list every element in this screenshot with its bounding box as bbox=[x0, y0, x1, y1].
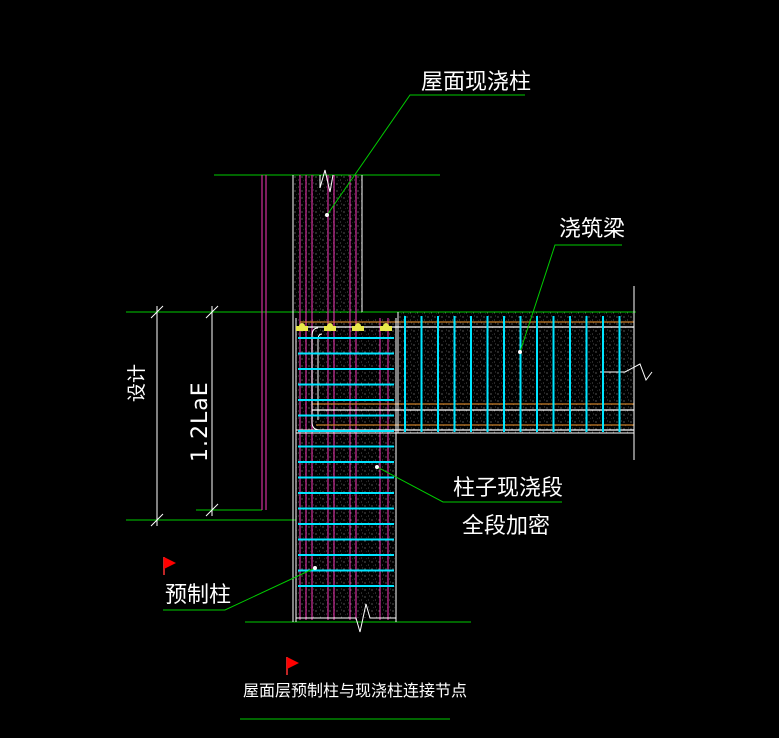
precast-column-label: 预制柱 bbox=[165, 583, 232, 608]
anchor-head bbox=[327, 323, 333, 329]
marker-flag bbox=[286, 657, 299, 675]
beam-stirrups bbox=[404, 316, 621, 432]
leader-lines bbox=[163, 94, 622, 611]
cast-beam-label: 浇筑梁 bbox=[559, 217, 626, 242]
leader-dots bbox=[313, 213, 522, 570]
dimension-lines bbox=[150, 305, 219, 527]
reference-lines bbox=[126, 174, 636, 720]
marker-flag bbox=[163, 557, 176, 575]
outlines bbox=[292, 169, 653, 633]
column-stirrups bbox=[298, 337, 394, 587]
full-densify-label: 全段加密 bbox=[462, 514, 551, 539]
anchor-head bbox=[355, 323, 361, 329]
anchor-head bbox=[299, 323, 305, 329]
drawing-title: 屋面层预制柱与现浇柱连接节点 bbox=[243, 681, 468, 700]
joint-hatch bbox=[296, 318, 396, 430]
hooked-bars bbox=[311, 327, 323, 431]
roof-column-label: 屋面现浇柱 bbox=[421, 70, 532, 95]
anchor-head bbox=[383, 323, 389, 329]
anchorage-length-label: 1.2LaE bbox=[188, 381, 213, 462]
column-segment-label: 柱子现浇段 bbox=[453, 476, 564, 501]
anchor-heads bbox=[296, 323, 392, 331]
beam-hatch bbox=[398, 312, 634, 433]
design-dimension-label: 设计 bbox=[126, 363, 148, 402]
